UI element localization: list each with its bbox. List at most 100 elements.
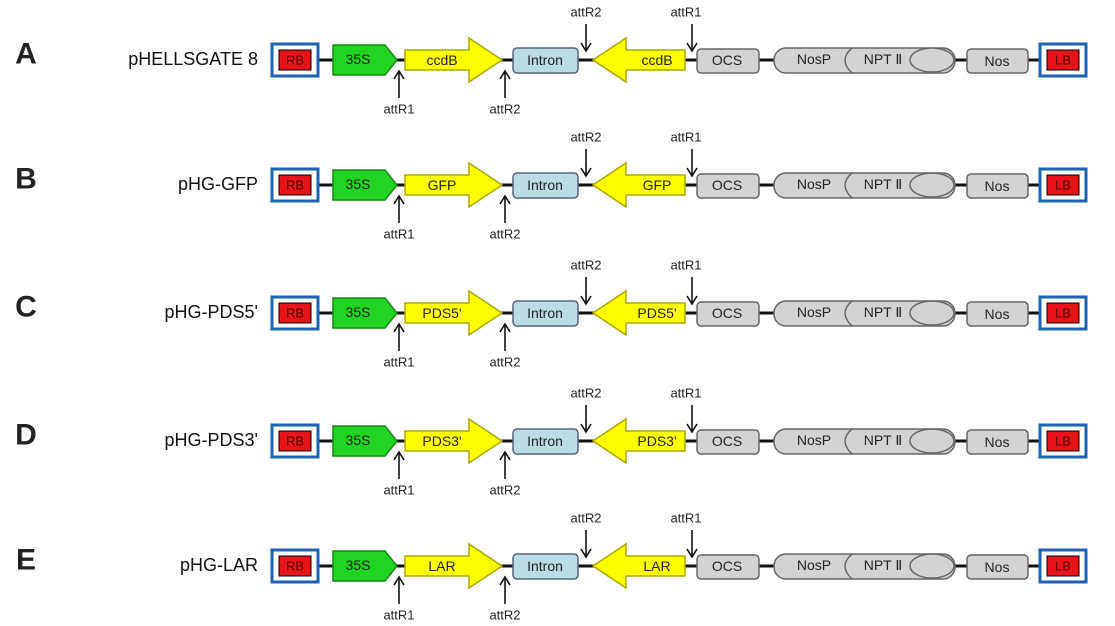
nos-label: Nos [985,178,1010,194]
lb-label: LB [1055,559,1071,574]
construct-name: pHG-GFP [178,174,258,194]
intron: Intron [512,172,579,199]
attr2-below-arrow [499,322,511,351]
sense-insert: PDS5' [404,289,504,337]
promoter-label: 35S [346,51,371,67]
nptii-label: NPT Ⅱ [864,304,903,320]
construct-name: pHELLSGATE 8 [128,49,258,69]
ocs-terminator: OCS [696,301,760,327]
ocs-terminator: OCS [696,173,760,199]
attr2-above-arrow [580,149,592,178]
attr2-above-label: attR2 [570,511,601,526]
ocs-terminator: OCS [696,554,760,580]
nosp-nptii-cassette: NosP NPT Ⅱ [773,300,956,327]
lb-border: LB [1038,295,1088,331]
intron-label: Intron [527,558,563,574]
attr1-below-arrow [393,69,405,98]
intron-label: Intron [527,433,563,449]
attr1-above-arrow [686,277,698,306]
attr2-below-label: attR2 [489,483,520,498]
attr2-below-arrow [499,69,511,98]
sense-insert-label: LAR [428,558,455,574]
nos-label: Nos [985,434,1010,450]
rb-border: RB [270,167,320,203]
nosp-label: NosP [797,176,831,192]
antisense-insert: LAR [591,542,686,590]
attr1-below-label: attR1 [383,355,414,370]
attr1-above-arrow [686,530,698,559]
attr1-above-label: attR1 [670,130,701,145]
ocs-label: OCS [712,433,742,449]
rb-border: RB [270,423,320,459]
nosp-label: NosP [797,51,831,67]
antisense-insert-label: GFP [643,177,672,193]
intron: Intron [512,47,579,74]
panel-letter: A [15,38,37,71]
intron: Intron [512,300,579,327]
rb-label: RB [286,306,304,321]
attr1-below-arrow [393,575,405,604]
intron-label: Intron [527,177,563,193]
attr2-below-arrow [499,194,511,223]
attr2-above-arrow [580,277,592,306]
nos-terminator: Nos [966,48,1029,74]
nos-label: Nos [985,306,1010,322]
sense-insert-label: PDS3' [422,433,461,449]
nptii-label: NPT Ⅱ [864,51,903,67]
attr1-below-arrow [393,450,405,479]
attr1-below-label: attR1 [383,483,414,498]
antisense-insert-label: ccdB [641,52,672,68]
ocs-terminator: OCS [696,48,760,74]
nos-label: Nos [985,559,1010,575]
nptii-label: NPT Ⅱ [864,557,903,573]
lb-border: LB [1038,167,1088,203]
attr1-below-label: attR1 [383,608,414,623]
construct-name: pHG-LAR [180,555,258,575]
rb-border: RB [270,295,320,331]
nptii-label: NPT Ⅱ [864,432,903,448]
nosp-label: NosP [797,304,831,320]
antisense-insert-label: PDS3' [637,433,676,449]
nos-terminator: Nos [966,301,1029,327]
lb-border: LB [1038,423,1088,459]
attr1-below-arrow [393,194,405,223]
attr1-above-arrow [686,149,698,178]
antisense-insert: PDS5' [591,289,686,337]
lb-border: LB [1038,42,1088,78]
construct-name: pHG-PDS3' [165,430,258,450]
promoter-35s: 35S [332,425,398,457]
attr2-above-arrow [580,24,592,53]
attr1-above-label: attR1 [670,511,701,526]
lb-label: LB [1055,434,1071,449]
sense-insert-label: PDS5' [422,305,461,321]
lb-label: LB [1055,53,1071,68]
ocs-terminator: OCS [696,429,760,455]
antisense-insert: PDS3' [591,417,686,465]
rb-label: RB [286,559,304,574]
rb-border: RB [270,42,320,78]
antisense-insert: GFP [591,161,686,209]
ocs-label: OCS [712,52,742,68]
attr2-below-label: attR2 [489,608,520,623]
sense-insert-label: ccdB [426,52,457,68]
antisense-insert-label: PDS5' [637,305,676,321]
nos-terminator: Nos [966,173,1029,199]
promoter-label: 35S [346,432,371,448]
promoter-35s: 35S [332,550,398,582]
promoter-35s: 35S [332,297,398,329]
attr1-below-label: attR1 [383,102,414,117]
intron-label: Intron [527,305,563,321]
construct-name: pHG-PDS5' [165,302,258,322]
nos-terminator: Nos [966,554,1029,580]
nos-terminator: Nos [966,429,1029,455]
antisense-insert: ccdB [591,36,686,84]
promoter-label: 35S [346,304,371,320]
ocs-label: OCS [712,177,742,193]
intron: Intron [512,553,579,580]
promoter-label: 35S [346,557,371,573]
rb-label: RB [286,53,304,68]
panel-letter: B [15,163,37,196]
attr2-below-label: attR2 [489,227,520,242]
